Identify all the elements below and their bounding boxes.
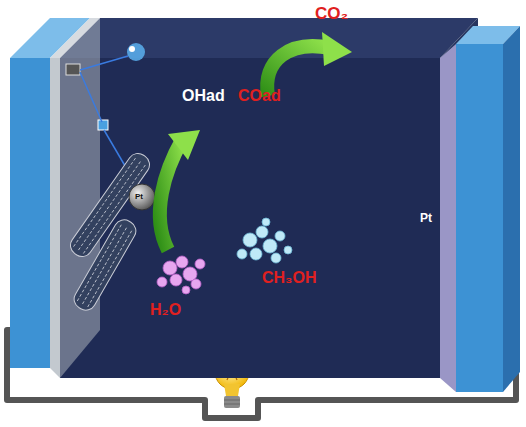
- reactant-label: CH₃OH: [262, 270, 317, 286]
- reaction-arrow: [160, 32, 352, 250]
- cell-body: [60, 58, 440, 378]
- anode-layer: [50, 58, 60, 378]
- product-label: CO₂: [315, 5, 348, 22]
- adsorbate-label: OHad: [182, 88, 225, 104]
- methanol-bubbles: [237, 218, 292, 263]
- carbon-nanotube: [67, 150, 154, 314]
- anode-plate: [10, 58, 50, 368]
- electrode-label: Pt: [420, 212, 432, 224]
- water-bubbles: [157, 256, 205, 294]
- cell-top: [60, 18, 478, 58]
- adsorbate-label: COad: [238, 88, 281, 104]
- particle-label: Pt: [135, 193, 143, 201]
- reactant-label: H₂O: [150, 302, 181, 318]
- cathode-plate: [456, 44, 503, 392]
- pt-particle: [129, 184, 155, 210]
- membrane: [440, 44, 456, 392]
